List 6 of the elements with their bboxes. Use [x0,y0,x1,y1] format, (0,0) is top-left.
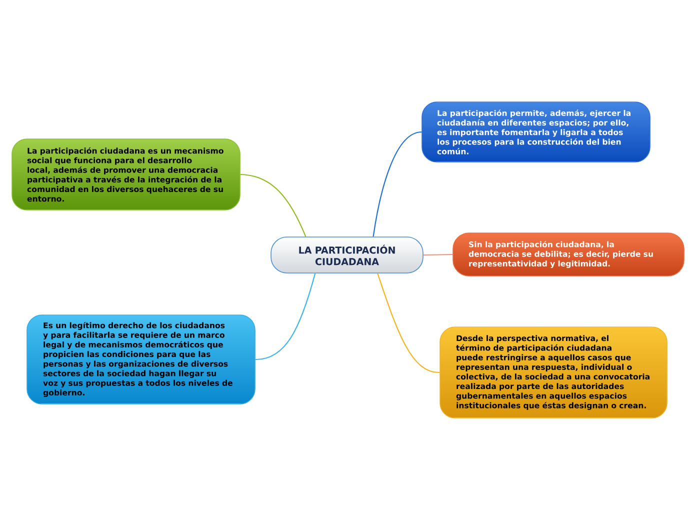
connector-line [372,131,422,237]
connector-line [255,273,316,360]
connector-line [240,174,306,237]
connector-line [377,273,440,374]
connector-line [423,254,453,256]
central-topic-box: LA PARTICIPACIÓN CIUDADANA [270,236,424,274]
